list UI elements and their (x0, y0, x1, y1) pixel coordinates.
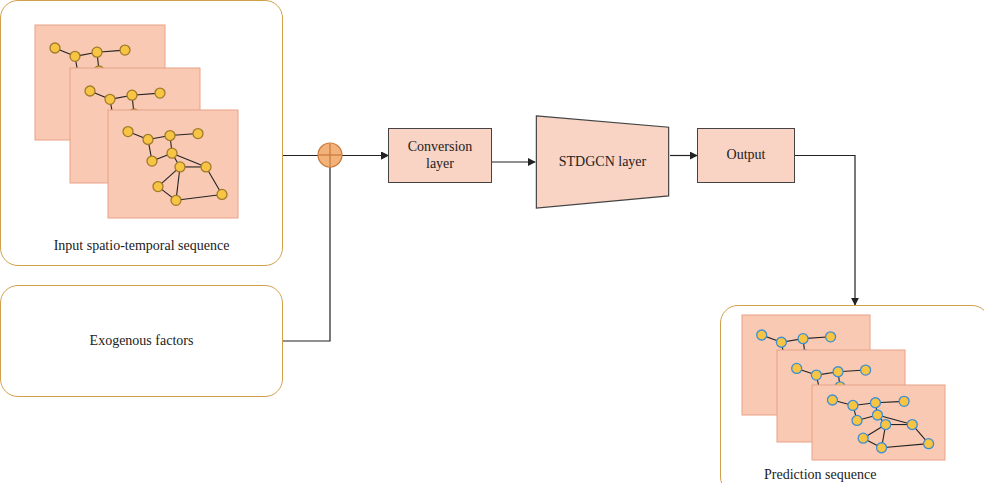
graph-node (50, 43, 60, 53)
graph-node (123, 127, 133, 137)
graph-node (757, 330, 767, 340)
graph-frame (812, 385, 945, 460)
graph-node (85, 86, 95, 96)
graph-node (858, 433, 868, 443)
graph-node (870, 398, 880, 408)
graph-node (165, 131, 175, 141)
graph-node (105, 94, 115, 104)
flow-arrow (492, 161, 535, 162)
graph-node (827, 395, 837, 405)
graph-node (852, 415, 862, 425)
node-label: Exogenous factors (90, 333, 194, 350)
graph-node (811, 370, 821, 380)
graph-node (147, 156, 157, 166)
flow-arrow (283, 156, 388, 342)
input-group: Input spatio-temporal sequence (0, 0, 283, 266)
graph-node (120, 45, 130, 55)
graph-node (881, 420, 891, 430)
trapezoid-layer: STDGCN layer (535, 115, 670, 209)
node-label: Conversion layer (393, 139, 487, 173)
input-box: Exogenous factors (0, 285, 283, 397)
graph-frame (108, 110, 238, 218)
graph-node (201, 162, 211, 172)
graph-node (167, 148, 177, 158)
node-label: Input spatio-temporal sequence (54, 238, 230, 255)
adder-cross (319, 154, 341, 155)
graph-node (826, 332, 836, 342)
graph-node (70, 51, 80, 61)
graph-node (127, 90, 137, 100)
graph-node (143, 134, 153, 144)
graph-node (217, 189, 227, 199)
flow-arrow (795, 156, 855, 306)
graph-node (92, 47, 102, 57)
output-group: Prediction sequence (720, 305, 984, 483)
graph-node (171, 195, 181, 205)
graph-node (833, 367, 843, 377)
graph-node (792, 363, 802, 373)
graph-node (924, 439, 934, 449)
graph-node (872, 410, 882, 420)
node-label: Prediction sequence (761, 467, 879, 483)
graph-node (877, 443, 887, 453)
process-box: Conversion layer (388, 128, 492, 183)
node-label: Output (727, 147, 766, 164)
graph-edge (882, 444, 929, 448)
graph-node (899, 396, 909, 406)
graph-edge (176, 194, 222, 200)
graph-node (175, 162, 185, 172)
graph-node (776, 337, 786, 347)
graph-node (907, 420, 917, 430)
graph-node (155, 88, 165, 98)
graph-node (153, 182, 163, 192)
adder-circle (318, 143, 342, 167)
graph-node (848, 400, 858, 410)
process-box: Output (697, 128, 795, 183)
flow-arrow (670, 155, 697, 156)
graph-node (193, 129, 203, 139)
graph-node (861, 365, 871, 375)
graph-node (798, 334, 808, 344)
node-label: STDGCN layer (559, 154, 647, 171)
